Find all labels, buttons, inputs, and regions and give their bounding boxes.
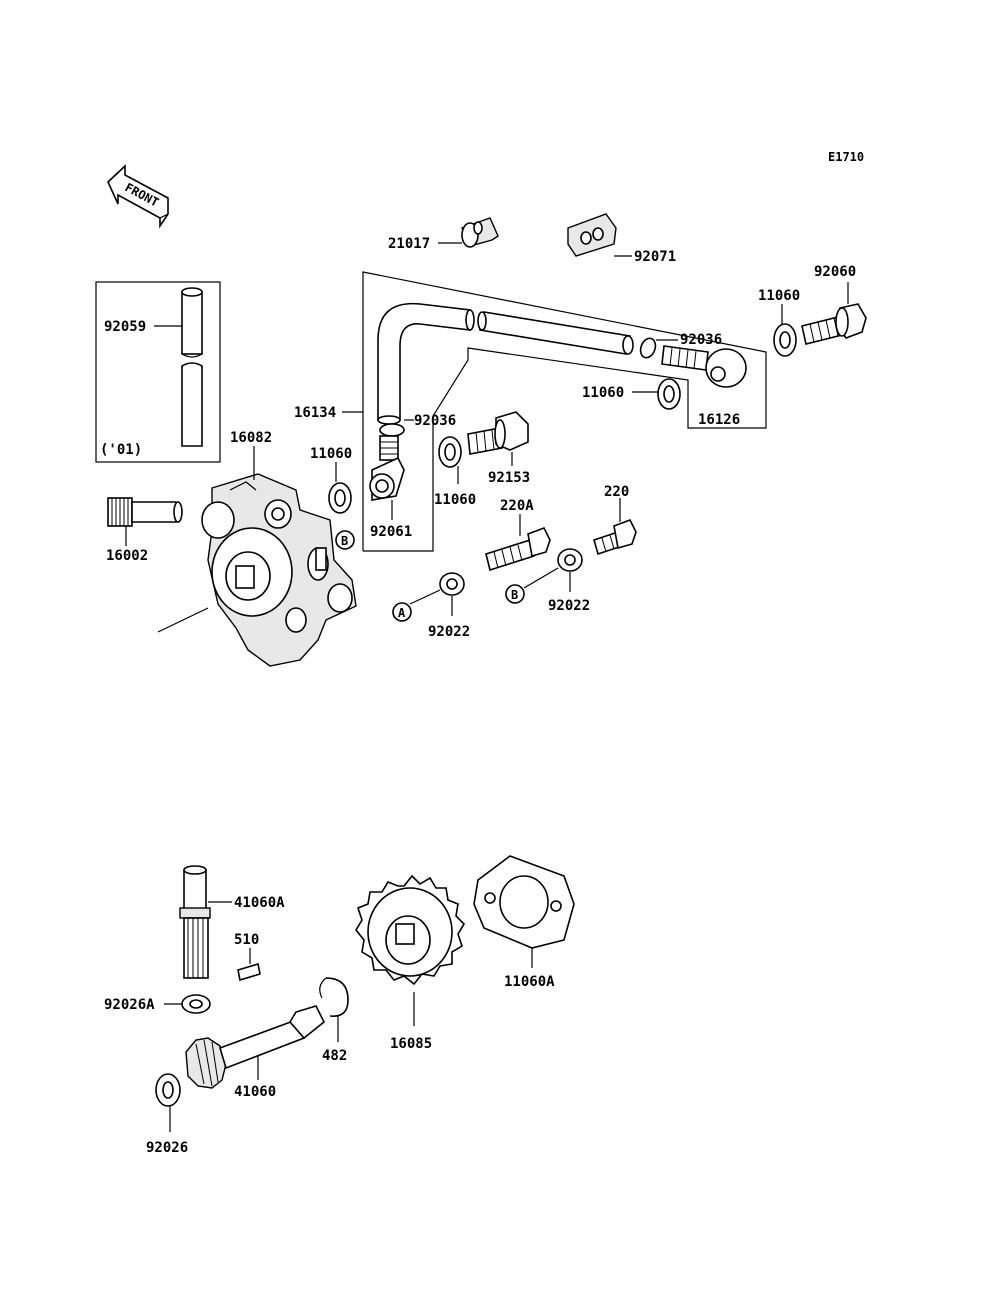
label-92026: 92026: [146, 1140, 188, 1156]
part-41060-pinion-shaft: [185, 1005, 326, 1089]
part-92153-bolt: [467, 411, 529, 455]
part-16085-gear: [355, 874, 466, 986]
part-92022-washer-left: [439, 572, 465, 596]
label-92036-right: 92036: [680, 332, 722, 348]
bracket-lower-group: [157, 607, 209, 633]
label-220: 220: [604, 484, 629, 500]
label-92022-right: 92022: [548, 598, 590, 614]
label-41060: 41060: [234, 1084, 276, 1100]
part-11060A-gasket: [473, 855, 575, 949]
label-11060-top-right: 11060: [758, 288, 800, 304]
inset-box-92059: [95, 281, 221, 463]
label-92153: 92153: [488, 470, 530, 486]
label-482: 482: [322, 1048, 347, 1064]
part-92026-washer: [155, 1073, 181, 1107]
part-11060-washer-left: [328, 482, 352, 514]
part-92026A-washer: [181, 994, 211, 1014]
front-arrow-icon: FRONT: [107, 164, 169, 229]
part-16002-fitting: [107, 497, 183, 527]
part-92061-banjo: [369, 435, 405, 501]
part-41060A-shaft: [179, 865, 211, 979]
label-92059: 92059: [104, 319, 146, 335]
part-11060-washer-mid-right: [657, 378, 681, 410]
label-92022-left: 92022: [428, 624, 470, 640]
label-11060-mid-right: 11060: [582, 385, 624, 401]
label-16085: 16085: [390, 1036, 432, 1052]
label-92036-left: 92036: [414, 413, 456, 429]
part-92060-bolt: [801, 303, 867, 345]
part-16082-oil-pump: [201, 473, 357, 667]
label-92061: 92061: [370, 524, 412, 540]
part-482-circlip: [319, 977, 349, 1017]
part-220-bolt: [593, 518, 637, 556]
label-11060-left: 11060: [310, 446, 352, 462]
label-92026A: 92026A: [104, 997, 155, 1013]
label-year-01: ('01): [100, 442, 142, 458]
part-510-key: [237, 962, 261, 982]
label-510: 510: [234, 932, 259, 948]
part-21017-clamp: [461, 217, 499, 248]
callout-b-washer: B: [505, 584, 525, 604]
part-220A-bolt: [485, 526, 551, 572]
part-92071-plate: [567, 213, 617, 257]
part-banjo-fitting-right: [661, 345, 747, 388]
part-11060-washer-top-right: [773, 323, 797, 357]
svg-text:B: B: [511, 588, 518, 602]
svg-text:A: A: [398, 606, 406, 620]
label-16002: 16002: [106, 548, 148, 564]
label-16134: 16134: [294, 405, 336, 421]
callout-a-washer: A: [392, 602, 412, 622]
svg-text:B: B: [341, 534, 348, 548]
part-92036-oring-left: [379, 423, 405, 437]
part-11060-washer-center: [438, 436, 462, 468]
part-16134-oil-pipe: [377, 302, 475, 425]
diagram-code: E1710: [828, 150, 864, 164]
part-92036-oring-right: [639, 337, 657, 359]
label-92071: 92071: [634, 249, 676, 265]
label-11060A: 11060A: [504, 974, 555, 990]
label-16126: 16126: [698, 412, 740, 428]
callout-b-pump: B: [335, 530, 355, 550]
label-16082: 16082: [230, 430, 272, 446]
part-92022-washer-right: [557, 548, 583, 572]
part-92059-hose: [181, 287, 203, 447]
label-41060A: 41060A: [234, 895, 285, 911]
label-21017: 21017: [388, 236, 430, 252]
bracket-16134-16126: [362, 271, 767, 552]
label-220A: 220A: [500, 498, 534, 514]
label-11060-center: 11060: [434, 492, 476, 508]
label-92060: 92060: [814, 264, 856, 280]
part-16126-oil-pipe: [477, 311, 634, 355]
